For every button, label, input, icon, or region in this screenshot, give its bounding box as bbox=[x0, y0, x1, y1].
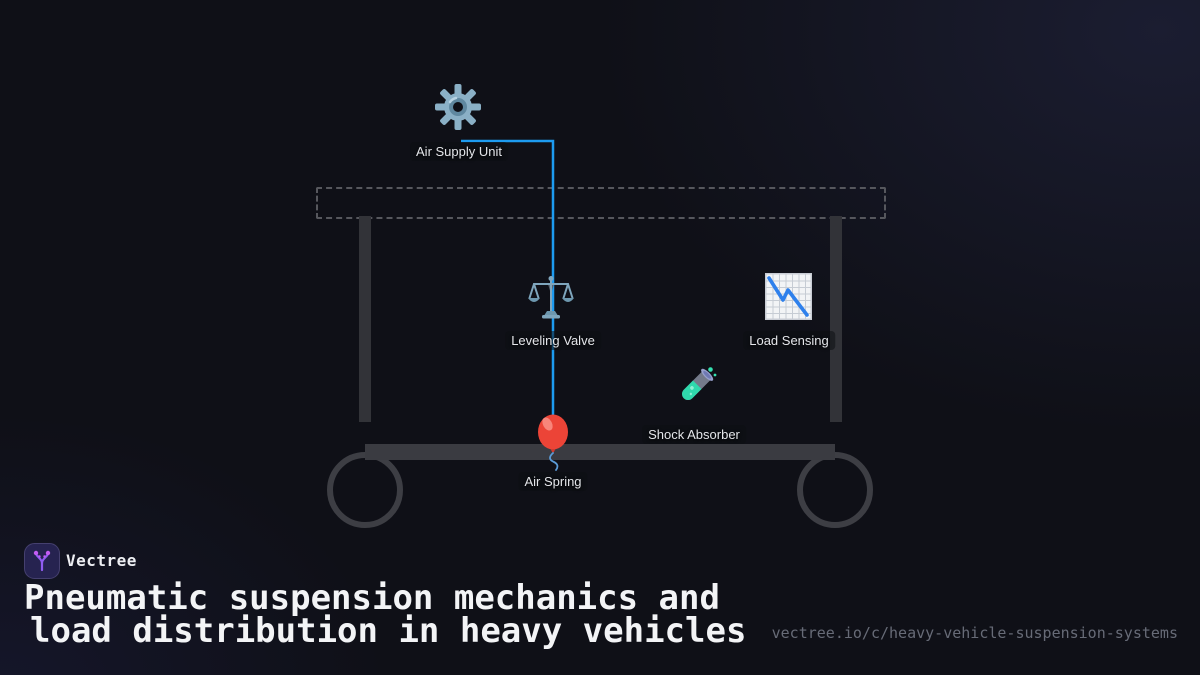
right-wheel bbox=[797, 452, 873, 528]
right-suspension-post bbox=[830, 216, 842, 422]
brand-name: Vectree bbox=[66, 551, 137, 570]
axle-bar bbox=[365, 444, 835, 460]
node-label-air-supply-unit: Air Supply Unit bbox=[410, 142, 508, 161]
left-suspension-post bbox=[359, 216, 371, 422]
balloon-icon bbox=[538, 414, 568, 471]
balance-scale-icon bbox=[528, 276, 574, 319]
node-label-shock-absorber: Shock Absorber bbox=[642, 425, 746, 444]
gear-icon bbox=[435, 84, 481, 130]
chassis-frame bbox=[316, 187, 886, 219]
page-title-line2: load distribution in heavy vehicles bbox=[30, 611, 747, 651]
vectree-logo-icon bbox=[24, 543, 60, 579]
node-label-load-sensing: Load Sensing bbox=[743, 331, 835, 350]
chart-decreasing-icon bbox=[765, 273, 812, 320]
node-label-air-spring: Air Spring bbox=[518, 472, 588, 491]
page-title-line1: Pneumatic suspension mechanics and bbox=[24, 578, 720, 618]
page-title: Pneumatic suspension mechanics and load … bbox=[24, 578, 747, 651]
left-wheel bbox=[327, 452, 403, 528]
node-label-leveling-valve: Leveling Valve bbox=[505, 331, 601, 350]
test-tube-icon bbox=[682, 367, 717, 400]
page-url: vectree.io/c/heavy-vehicle-suspension-sy… bbox=[771, 624, 1178, 642]
